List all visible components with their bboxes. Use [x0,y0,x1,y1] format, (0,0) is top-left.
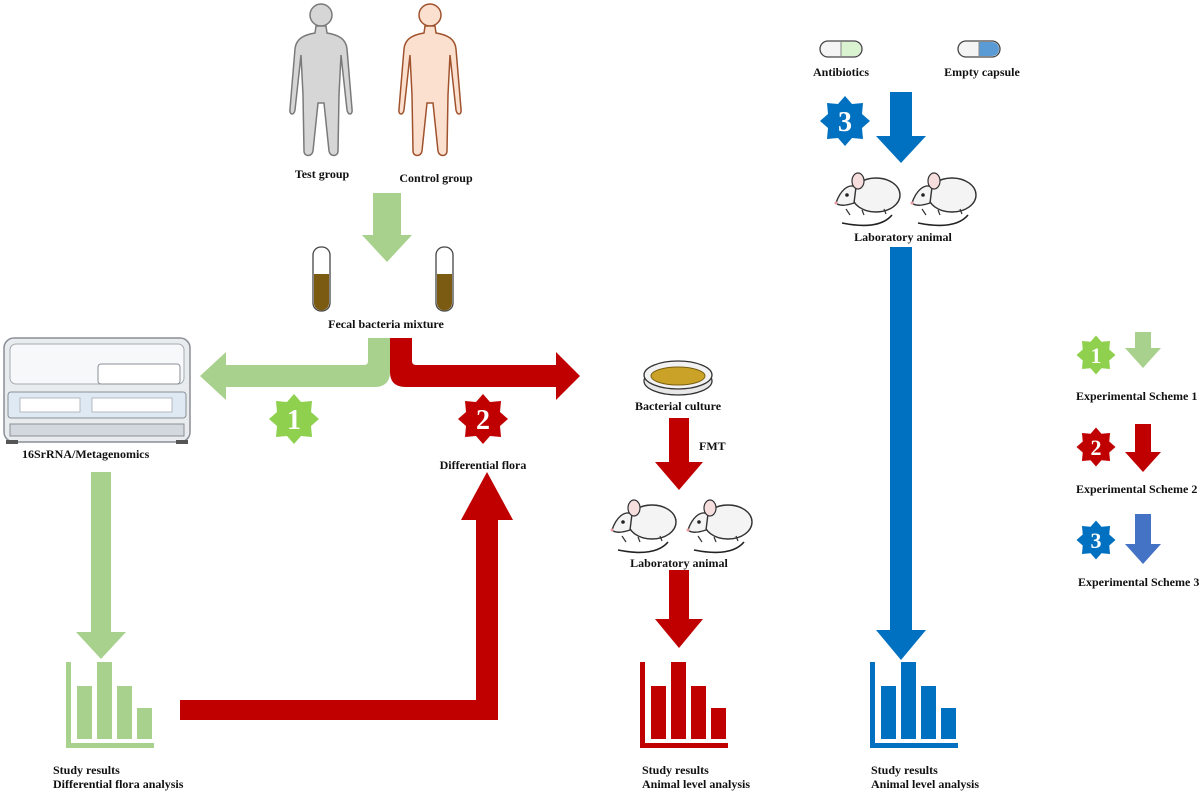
lab-animal-label: Laboratory animal [854,230,952,244]
legend-scheme2-label: Experimental Scheme 2 [1076,482,1198,496]
mouse-icon [833,172,901,227]
legend-scheme1-number: 1 [1091,343,1102,368]
legend-scheme2-arrow-icon [1125,424,1161,472]
test-group-label: Test group [294,167,350,181]
scheme2-badge-number: 2 [476,405,490,436]
differential-flora-label: Differential flora [439,458,527,472]
control-group-human-icon [398,3,462,157]
results3-title: Study results [871,763,938,777]
blue-down-arrow-to-results [876,247,926,660]
results2-subtitle: Animal level analysis [642,777,751,791]
lab-animal-label: Laboratory animal [630,556,728,570]
legend-scheme3-label: Experimental Scheme 3 [1078,575,1200,589]
sequencer-machine-icon [3,337,191,444]
legend-scheme1-arrow-icon [1125,332,1161,368]
fmt-down-arrow [655,418,703,490]
results2-title: Study results [642,763,709,777]
legend-scheme3-arrow-icon [1125,514,1161,564]
antibiotics-capsule-icon [819,40,863,58]
legend [1076,332,1161,564]
legend-scheme2-number: 2 [1091,435,1102,460]
results3-bar-chart-icon [870,662,958,748]
results1-bar-chart-icon [66,662,154,748]
sequencer-label: 16SrRNA/Metagenomics [22,447,150,461]
green-down-arrow-to-tubes [362,193,412,262]
control-group-label: Control group [399,171,473,185]
scheme1-badge-number: 1 [287,405,301,436]
results1-title: Study results [53,763,120,777]
scheme2-return-arrow [180,472,513,720]
test-group-human-icon [289,3,353,157]
petri-dish-icon [643,360,713,396]
fecal-mixture-label: Fecal bacteria mixture [328,317,444,331]
mouse-icon [685,499,753,554]
empty-capsule-icon [957,40,1001,58]
blue-down-arrow-to-mice [876,92,926,163]
results2-bar-chart-icon [640,662,728,748]
mouse-icon [909,172,977,227]
test-tube-left-icon [312,246,331,312]
antibiotics-label: Antibiotics [812,65,870,79]
legend-scheme3-number: 3 [1091,528,1102,553]
legend-scheme1-label: Experimental Scheme 1 [1076,389,1198,403]
results3-subtitle: Animal level analysis [871,777,980,791]
bacterial-culture-label: Bacterial culture [634,399,722,413]
mouse-icon [609,499,677,554]
test-tube-right-icon [435,246,454,312]
fmt-label: FMT [699,439,726,453]
scheme3-badge-number: 3 [838,107,852,138]
results1-subtitle: Differential flora analysis [53,777,184,791]
scheme1-branch-arrow [200,338,390,400]
red-down-arrow-to-results [655,570,703,648]
scheme2-branch-arrow [390,338,580,400]
green-down-arrow-to-results [76,472,126,659]
empty-capsule-label: Empty capsule [944,65,1020,79]
